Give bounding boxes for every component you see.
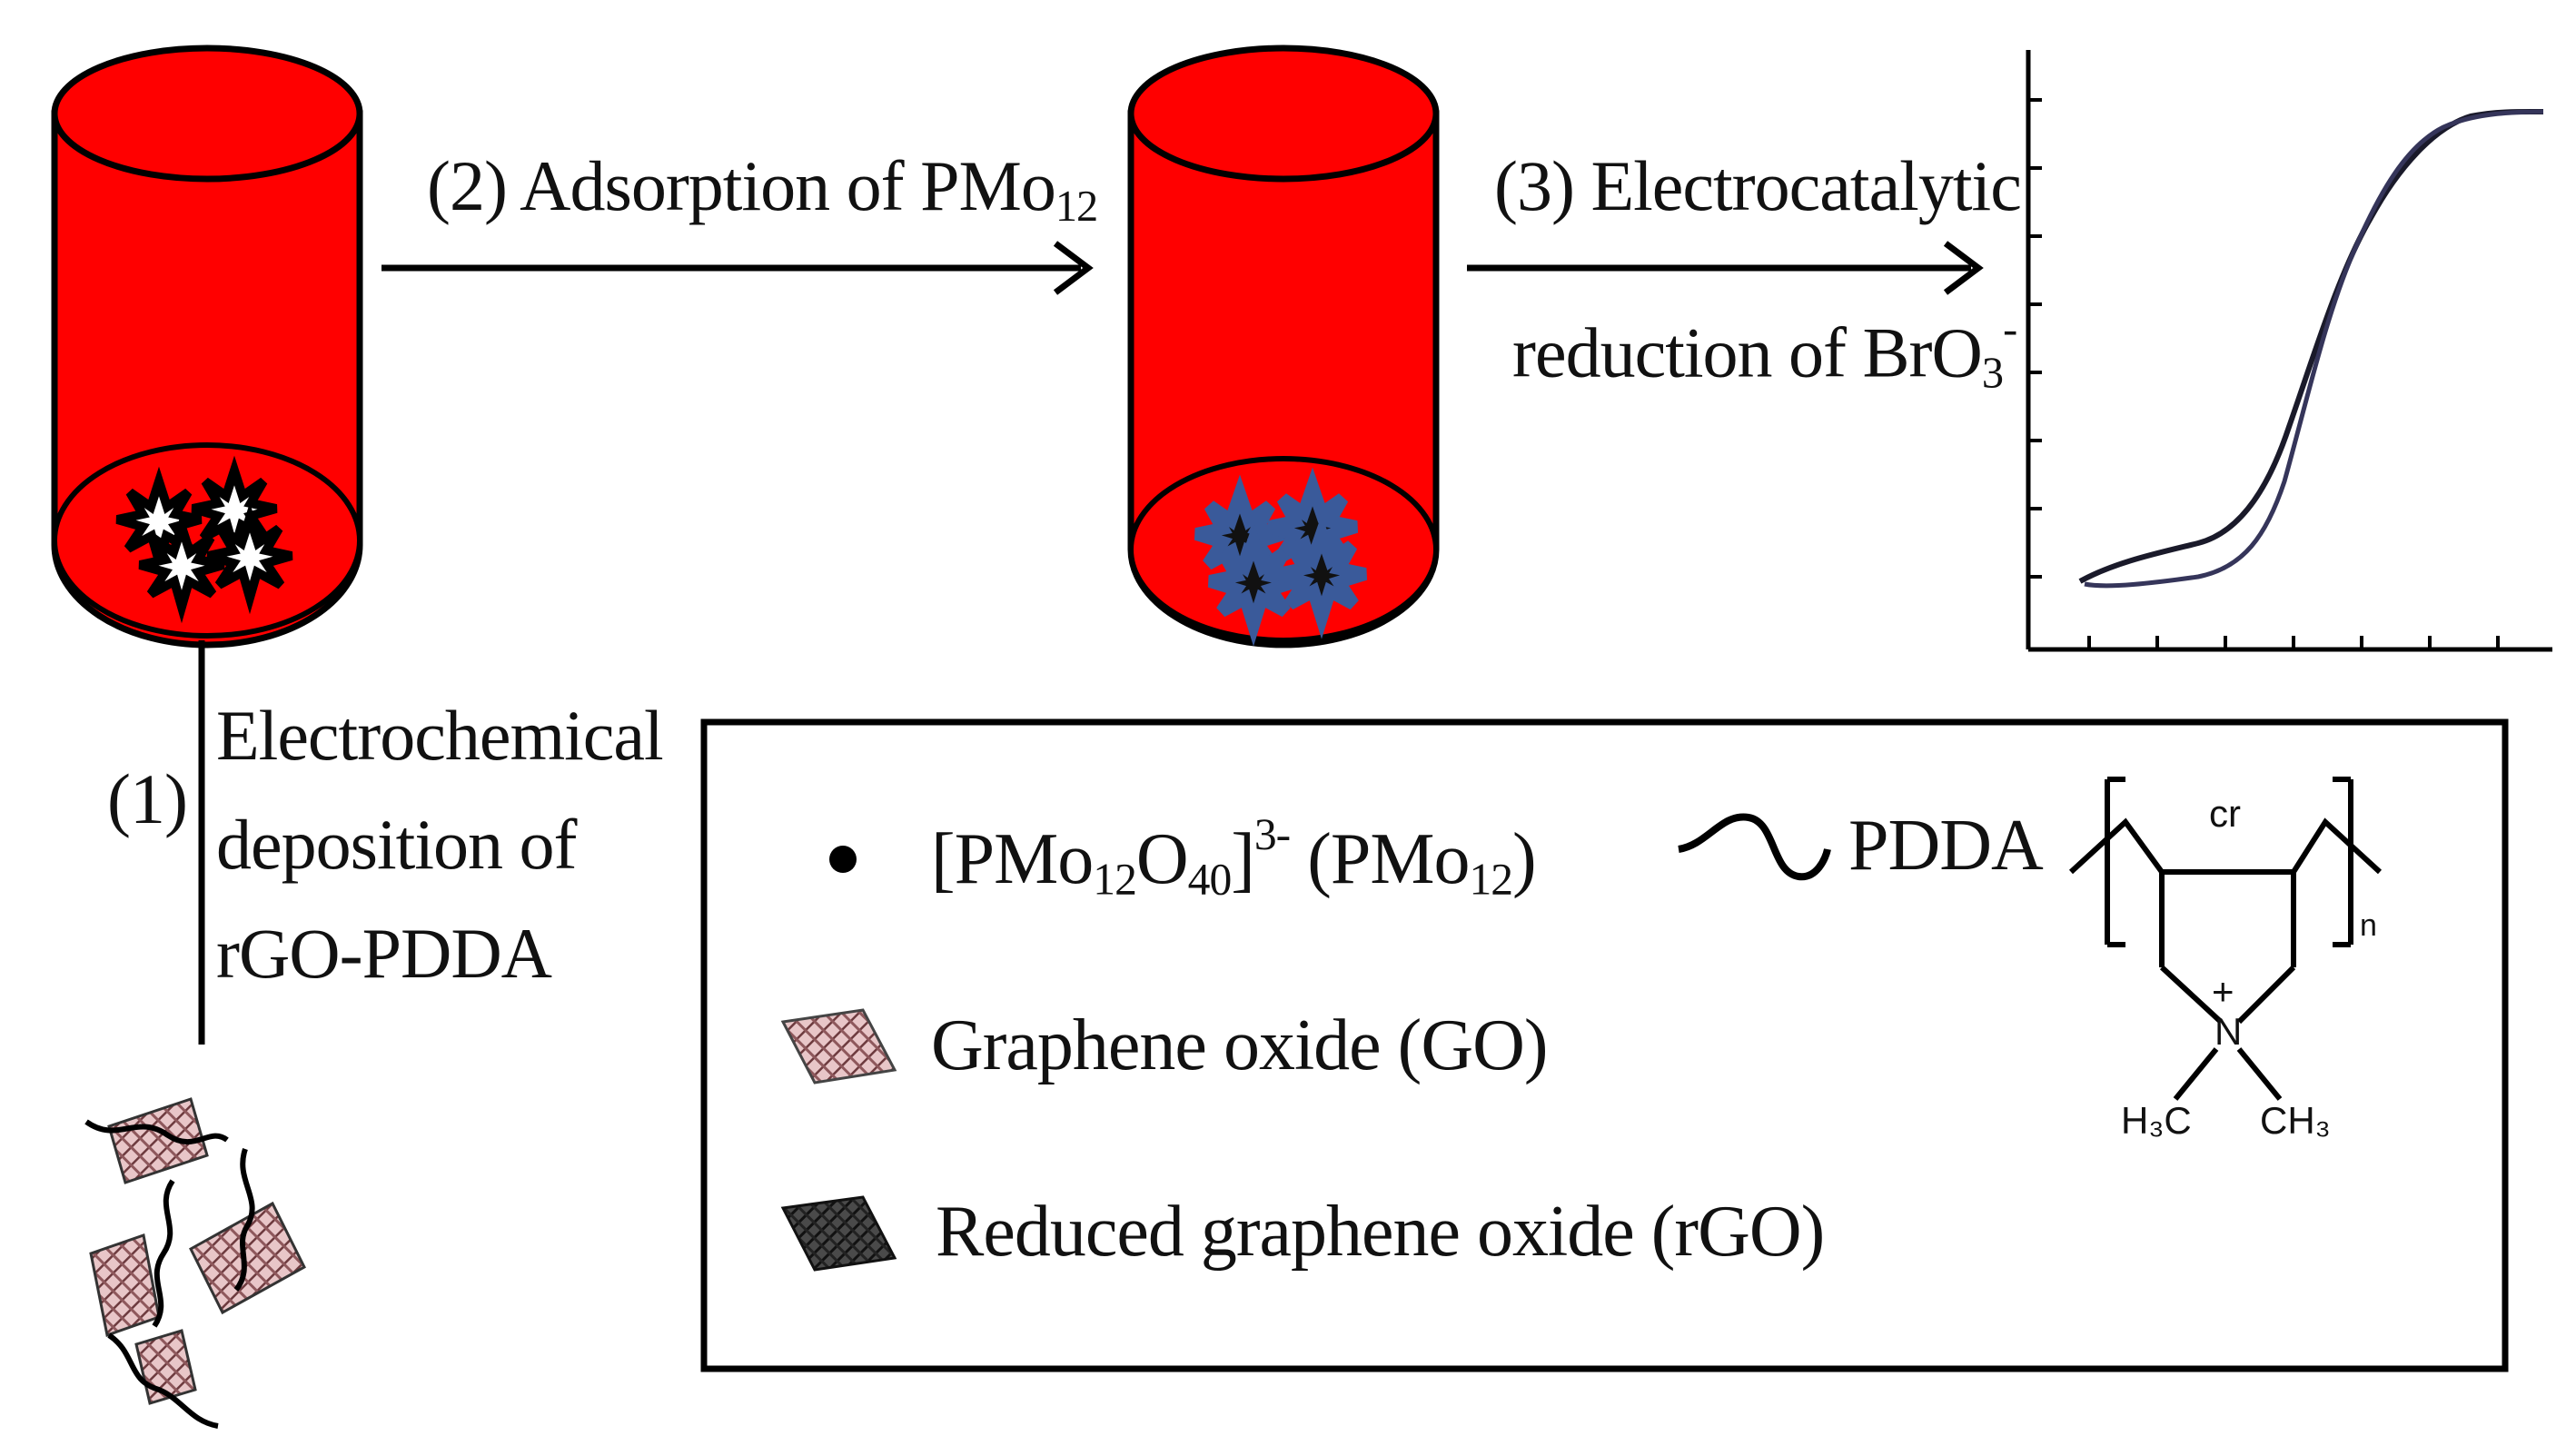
pdda-methyl-right-label: CH₃ <box>2260 1099 2331 1142</box>
legend-pmo12-label: [PMo12O40]3- (PMo12) <box>931 808 1537 906</box>
legend-pmo12-p4: (PMo <box>1290 819 1470 900</box>
legend-box <box>700 718 2509 1372</box>
legend-pmo12-sup: 3- <box>1253 809 1291 859</box>
legend-pmo12-p3: ] <box>1231 819 1255 900</box>
pdda-structure-drawing <box>2068 777 2383 1101</box>
legend-pmo12-p5: ) <box>1512 819 1537 900</box>
step-3-label-line2: reduction of BrO3- <box>1512 304 2017 399</box>
plot-x-ticks <box>2087 636 2500 649</box>
step-1-label-line1: Electrochemical <box>216 696 664 775</box>
legend-rgo-label: Reduced graphene oxide (rGO) <box>936 1192 1825 1272</box>
pdda-subscript-n: n <box>2360 908 2377 943</box>
wavy-line-icon <box>1678 813 1831 881</box>
arrow-step-2 <box>381 241 1094 295</box>
step-1-label-line3: rGO-PDDA <box>216 914 552 993</box>
step-2-subscript: 12 <box>1055 183 1098 232</box>
rgo-pdda-composite-sheets <box>84 1097 306 1429</box>
step-1-label-line2: deposition of <box>216 805 577 884</box>
legend-pdda-label: PDDA <box>1848 806 2044 886</box>
step-3-label-line1: (3) Electrocatalytic <box>1494 146 2022 225</box>
legend-pmo12-p2: O <box>1135 819 1189 900</box>
step-3-subscript: 3 <box>1981 349 2004 398</box>
pdda-charge-label: + <box>2212 970 2234 1013</box>
plot-y-ticks <box>2028 98 2042 579</box>
voltammogram-plot <box>2026 50 2552 652</box>
legend-pmo12-sub2: 40 <box>1187 854 1233 905</box>
step-1-number: (1) <box>107 759 188 838</box>
black-dot-icon <box>829 846 857 873</box>
voltammogram-curve-reverse <box>2084 109 2544 589</box>
pdda-nitrogen-label: N <box>2214 1010 2243 1053</box>
legend-pmo12-sub3: 12 <box>1469 854 1513 905</box>
pdda-methyl-left-label: H₃C <box>2121 1099 2192 1142</box>
legend-graphene-oxide-label: Graphene oxide (GO) <box>931 1005 1548 1085</box>
rgo-sheet-icon <box>780 1195 897 1272</box>
voltammogram-curve-forward <box>2078 108 2544 584</box>
pdda-anion-label: cr <box>2209 792 2241 835</box>
legend-pmo12-p1: [PMo <box>931 819 1094 900</box>
graphene-oxide-sheet-icon <box>780 1008 897 1084</box>
step-2-text: (2) Adsorption of PMo <box>427 146 1056 225</box>
pmo12-adsorbed-cluster <box>1194 467 1368 647</box>
arrow-step-3 <box>1467 241 1984 295</box>
step-2-label: (2) Adsorption of PMo12 <box>427 145 1098 233</box>
step-3-line2-text: reduction of BrO <box>1512 312 1983 392</box>
rgo-pdda-deposit-cluster <box>115 455 293 624</box>
step-3-superscript: - <box>2003 305 2017 353</box>
legend-pmo12-sub1: 12 <box>1093 854 1137 905</box>
